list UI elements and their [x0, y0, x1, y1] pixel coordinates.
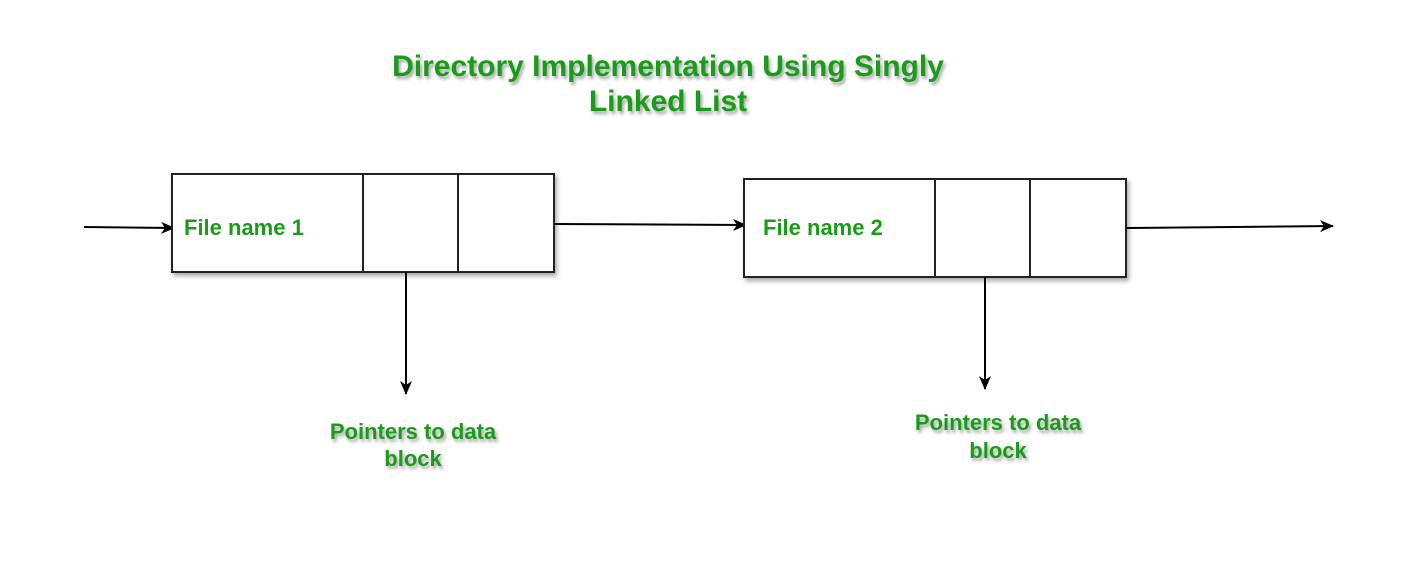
head-pointer-arrow: [83, 221, 175, 234]
list-node-2: File name 2: [743, 178, 1127, 278]
pointer-label-1-line2: block: [384, 446, 442, 471]
node-2-file-name: File name 2: [763, 215, 883, 240]
diagram-title-line2: Linked List: [589, 85, 747, 118]
pointer-label-2-line2: block: [969, 438, 1027, 463]
pointer-label-1: Pointers to data block: [330, 419, 497, 471]
next-pointer-arrow-2: [1125, 220, 1334, 233]
pointer-label-2: Pointers to data block: [915, 410, 1082, 463]
pointer-label-1-line1: Pointers to data: [330, 419, 497, 444]
list-node-1: File name 1: [171, 173, 555, 273]
pointer-label-2-line1: Pointers to data: [915, 410, 1082, 435]
diagram-title-line1: Directory Implementation Using Singly: [392, 50, 944, 83]
next-pointer-arrow-1: [553, 218, 747, 231]
node-1-file-name: File name 1: [184, 215, 304, 240]
